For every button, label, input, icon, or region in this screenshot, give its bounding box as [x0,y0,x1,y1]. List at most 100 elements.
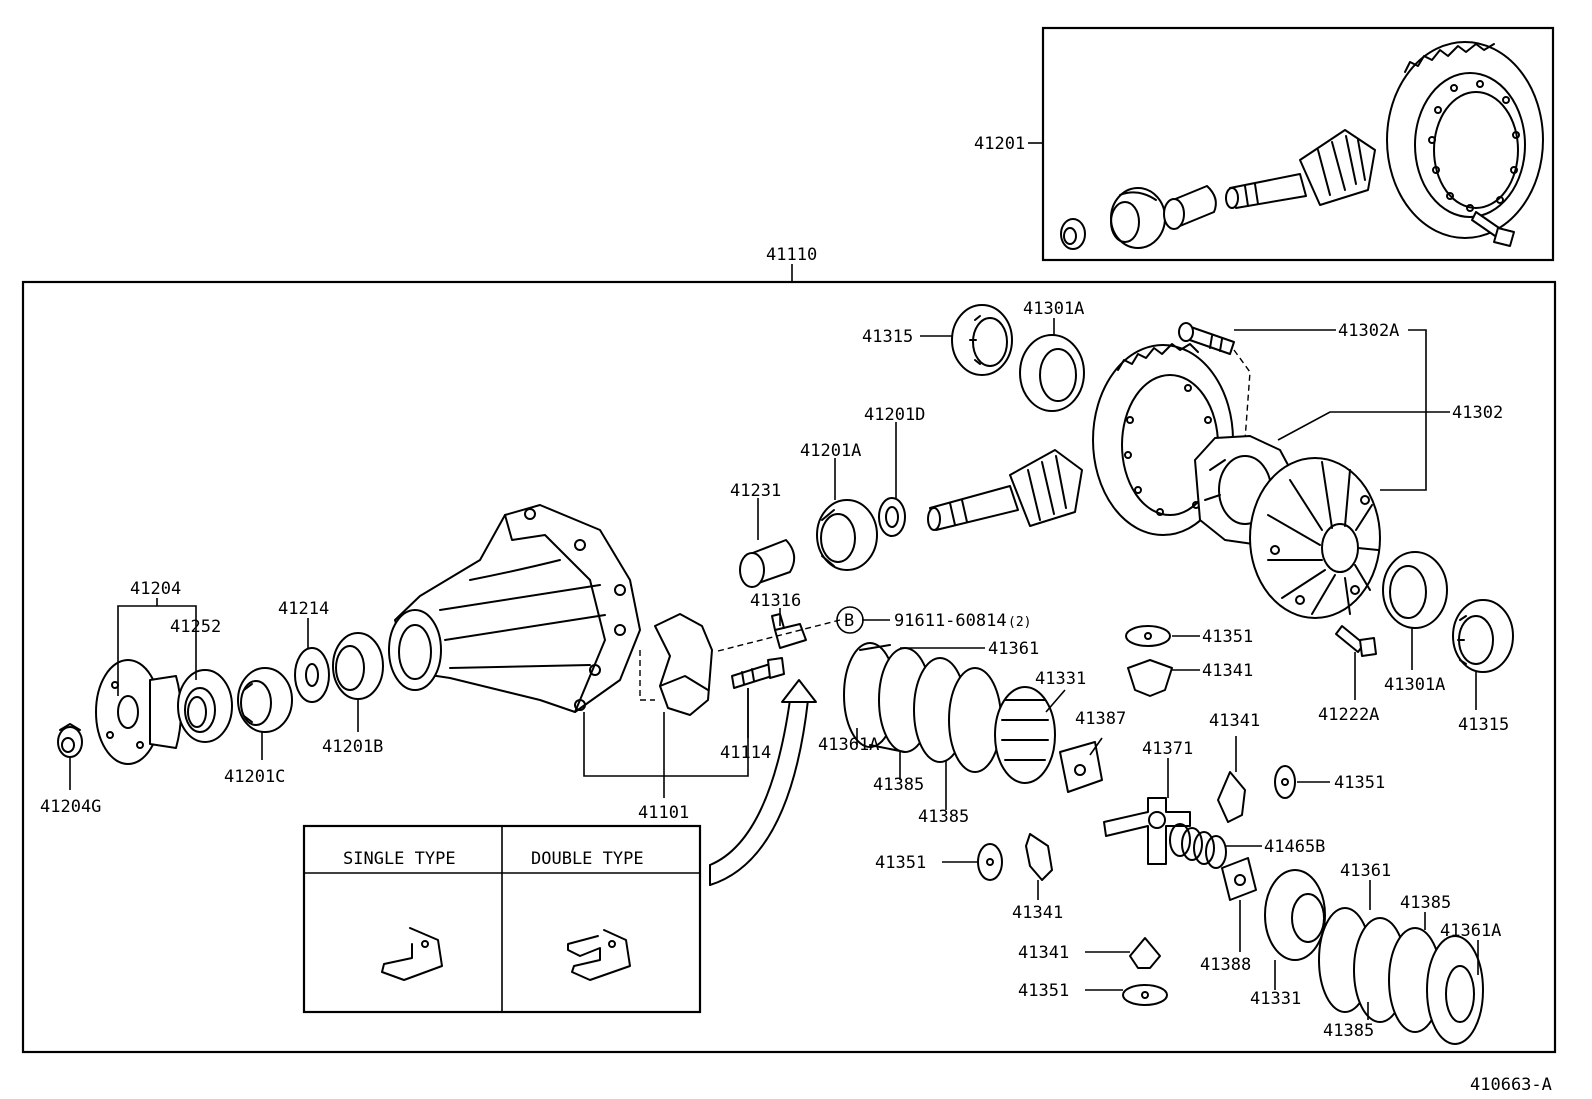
cap-dashed-guide [639,650,655,701]
label-41110: 41110 [766,245,817,265]
label-41351-top: 41351 [1202,627,1253,647]
label-41361-bot: 41361 [1340,861,1391,881]
bolt-41222A [1335,625,1377,657]
label-41222A: 41222A [1318,705,1379,725]
label-note-qty: (2) [1008,615,1031,630]
label-41351-mid: 41351 [1334,773,1385,793]
double-type-lock-icon [567,929,631,981]
pinion-shaft-41371 [1103,797,1191,865]
label-41204G: 41204G [40,797,101,817]
label-41385-c: 41385 [1400,893,1451,913]
label-41351-left: 41351 [875,853,926,873]
spacer-41214 [294,647,330,703]
label-41341-mid: 41341 [1209,711,1260,731]
oil-seal-41252 [177,669,233,743]
label-41231: 41231 [730,481,781,501]
side-gear-41331-top [994,686,1056,784]
bearing-41301A-right [1382,551,1448,629]
label-41302A: 41302A [1338,321,1399,341]
label-41387: 41387 [1075,709,1126,729]
legend-double-type: DOUBLE TYPE [531,849,644,869]
pinion-gear-41341-mid [1217,771,1246,823]
differential-carrier-housing [388,504,641,713]
inset-frame [1041,26,1555,262]
label-41385-a: 41385 [873,775,924,795]
washer-41351-mid [1274,765,1296,799]
companion-flange-41204 [95,659,182,765]
washer-41351-top [1125,625,1171,647]
label-41201B: 41201B [322,737,383,757]
differential-case [1194,435,1381,619]
assembly-frame [21,280,1557,1054]
label-41101: 41101 [638,803,689,823]
spring-41465B [1169,823,1227,869]
label-41385-d: 41385 [1323,1021,1374,1041]
label-41385-b: 41385 [918,807,969,827]
label-41331-top: 41331 [1035,669,1086,689]
label-41465B: 41465B [1264,837,1325,857]
drive-pinion [927,449,1083,531]
label-41388: 41388 [1200,955,1251,975]
inset-ring-pinion-set [1028,41,1544,250]
label-41114: 41114 [720,743,771,763]
inset-bearing [1110,187,1166,249]
label-41341-left: 41341 [1012,903,1063,923]
label-41201A: 41201A [800,441,861,461]
shim-41201D [878,497,906,537]
label-note-part: 91611-60814 [894,611,1007,631]
spacer-41231 [739,539,796,588]
label-41204: 41204 [130,579,181,599]
clutch-plates-41361-left [843,642,1002,773]
label-41201D: 41201D [864,405,925,425]
washer-41351-left [977,843,1003,881]
cap-bolt-41114 [731,657,785,689]
note-b-letter: B [844,611,854,631]
pressure-plate-41388 [1221,857,1257,901]
ring-gear-bolt-41302A [1178,322,1235,355]
inset-ring-gear [1386,41,1544,239]
pressure-plate-41387 [1059,741,1103,793]
diagram-id: 410663-A [1470,1075,1552,1095]
bearing-41201C [237,667,293,733]
single-type-lock-icon [381,927,443,981]
callout-leaders [69,318,1479,1020]
bolt-dashed-guide [1233,349,1251,441]
clutch-plates-41361-right [1318,907,1484,1045]
inset-pinion-shaft [1225,129,1376,209]
bearing-41201A [816,499,878,571]
label-41315-right: 41315 [1458,715,1509,735]
washer-41351-bottom [1122,984,1168,1006]
label-41361A-left: 41361A [818,735,879,755]
label-41341-bot: 41341 [1018,943,1069,963]
lock-dashed-guide [717,619,841,652]
flange-nut-41204G [57,723,83,758]
adjusting-nut-lock-41316 [771,613,807,649]
bearing-cap [654,613,713,716]
pinion-gear-41341-top [1127,659,1173,697]
label-41301A-right: 41301A [1384,675,1445,695]
pinion-gear-41341-left [1025,833,1053,881]
bearing-41201B [332,632,384,700]
inset-ring-bolt [1471,211,1515,247]
label-41351-bot: 41351 [1018,981,1069,1001]
bearing-41301A-top [1019,334,1085,412]
label-41201C: 41201C [224,767,285,787]
note-b-circle [836,606,864,634]
label-41214: 41214 [278,599,329,619]
label-41331-bot: 41331 [1250,989,1301,1009]
inset-spacer [1163,185,1217,230]
label-41252: 41252 [170,617,221,637]
label-41302: 41302 [1452,403,1503,423]
pinion-gear-41341-bottom [1129,937,1161,969]
label-41361A-right: 41361A [1440,921,1501,941]
bearing-41315-right [1452,599,1514,673]
legend-box: SINGLE TYPE DOUBLE TYPE [302,824,702,1014]
label-41201: 41201 [974,134,1025,154]
label-41315-top: 41315 [862,327,913,347]
bearing-41315-top [951,304,1013,376]
label-41341-top: 41341 [1202,661,1253,681]
label-41301A-top: 41301A [1023,299,1084,319]
legend-arrow [709,679,817,886]
label-41316: 41316 [750,591,801,611]
